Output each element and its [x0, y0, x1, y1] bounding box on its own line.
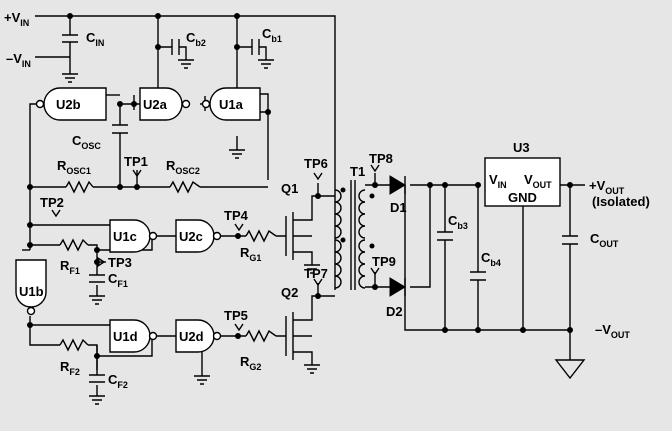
tp5-label: TP5: [224, 308, 248, 323]
cf1-label: C: [108, 271, 118, 286]
test-point-markers: [51, 164, 380, 332]
svg-text:–VOUT: –VOUT: [595, 322, 630, 340]
tp3-label: TP3: [108, 255, 132, 270]
svg-text:ROSC2: ROSC2: [166, 158, 200, 176]
svg-text:RG1: RG1: [240, 245, 261, 263]
transformer-t1: [334, 180, 375, 290]
ground-symbols: [62, 57, 586, 405]
svg-text:CIN: CIN: [86, 30, 104, 48]
u3-label: U3: [513, 140, 530, 155]
junction-dots: [27, 13, 573, 359]
tp6-label: TP6: [304, 156, 328, 171]
svg-text:+VIN: +VIN: [4, 10, 29, 28]
rosc1-label: R: [57, 158, 67, 173]
rg2-label: R: [240, 354, 250, 369]
gate-u2d-label: U2d: [179, 329, 204, 344]
svg-text:ROSC1: ROSC1: [57, 158, 91, 176]
t1-label: T1: [350, 164, 365, 179]
vin-neg-label: –V: [6, 51, 22, 66]
rosc2-label: R: [166, 158, 176, 173]
gate-u1a-label: U1a: [219, 97, 244, 112]
rf1-label: R: [60, 258, 70, 273]
svg-text:CF1: CF1: [108, 271, 128, 289]
svg-text:RF2: RF2: [60, 359, 80, 377]
gate-u2b-body: [43, 87, 107, 121]
svg-text:Cb1: Cb1: [262, 26, 282, 44]
tp4-label: TP4: [224, 208, 249, 223]
gate-u2c-label: U2c: [179, 229, 203, 244]
u3-vout-label: V: [524, 172, 533, 187]
gate-u1d-label: U1d: [113, 329, 138, 344]
q2-label: Q2: [281, 285, 298, 300]
gate-u2a-body: [139, 87, 183, 121]
vin-pos-label: +V: [4, 10, 21, 25]
tp9-label: TP9: [372, 254, 396, 269]
u3-gnd-label: GND: [508, 190, 537, 205]
resistor-zigzags: [59, 180, 277, 352]
tp2-label: TP2: [40, 195, 64, 210]
svg-text:RF1: RF1: [60, 258, 80, 276]
gate-u1b-label: U1b: [19, 284, 44, 299]
d1-label: D1: [390, 200, 407, 215]
vout-neg-label: –V: [595, 322, 611, 337]
tp8-label: TP8: [369, 151, 393, 166]
cb1-label: C: [262, 26, 272, 41]
cf2-label: C: [108, 372, 118, 387]
cosc-label: C: [72, 133, 82, 148]
svg-text:CF2: CF2: [108, 372, 128, 390]
capacitor-plates: [62, 34, 578, 383]
svg-text:–VIN: –VIN: [6, 51, 31, 69]
tp1-label: TP1: [124, 154, 148, 169]
isolated-label: (Isolated): [592, 194, 650, 209]
gate-u2a-label: U2a: [143, 97, 168, 112]
svg-text:VIN: VIN: [489, 172, 507, 190]
rg1-label: R: [240, 245, 250, 260]
svg-text:Cb3: Cb3: [448, 213, 468, 231]
rf2-label: R: [60, 359, 70, 374]
vout-pos-label: +V: [589, 178, 606, 193]
gate-u2b-label: U2b: [56, 97, 81, 112]
q1-label: Q1: [281, 181, 298, 196]
labels: +VIN –VIN CIN Cb2 Cb1 COSC ROSC1 ROSC2 T…: [4, 10, 650, 390]
svg-text:Cb4: Cb4: [481, 250, 501, 268]
diodes: [389, 175, 406, 297]
svg-text:VOUT: VOUT: [524, 172, 552, 190]
svg-text:+VOUT: +VOUT: [589, 178, 625, 196]
gate-u1a-body: [209, 87, 261, 121]
svg-text:Cb2: Cb2: [186, 30, 206, 48]
cb4-label: C: [481, 250, 491, 265]
cb2-label: C: [186, 30, 196, 45]
svg-text:COSC: COSC: [72, 133, 101, 151]
gate-u1b-body: [15, 259, 47, 308]
u3-vin-label: V: [489, 172, 498, 187]
logic-gates: [15, 87, 261, 353]
gate-u1c-label: U1c: [113, 229, 137, 244]
cb3-label: C: [448, 213, 458, 228]
cin-label: C: [86, 30, 96, 45]
tp7-label: TP7: [304, 266, 328, 281]
svg-text:RG2: RG2: [240, 354, 261, 372]
cout-label: C: [590, 231, 600, 246]
regulator-u3-box: [484, 157, 561, 207]
svg-text:COUT: COUT: [590, 231, 619, 249]
d2-label: D2: [386, 304, 403, 319]
